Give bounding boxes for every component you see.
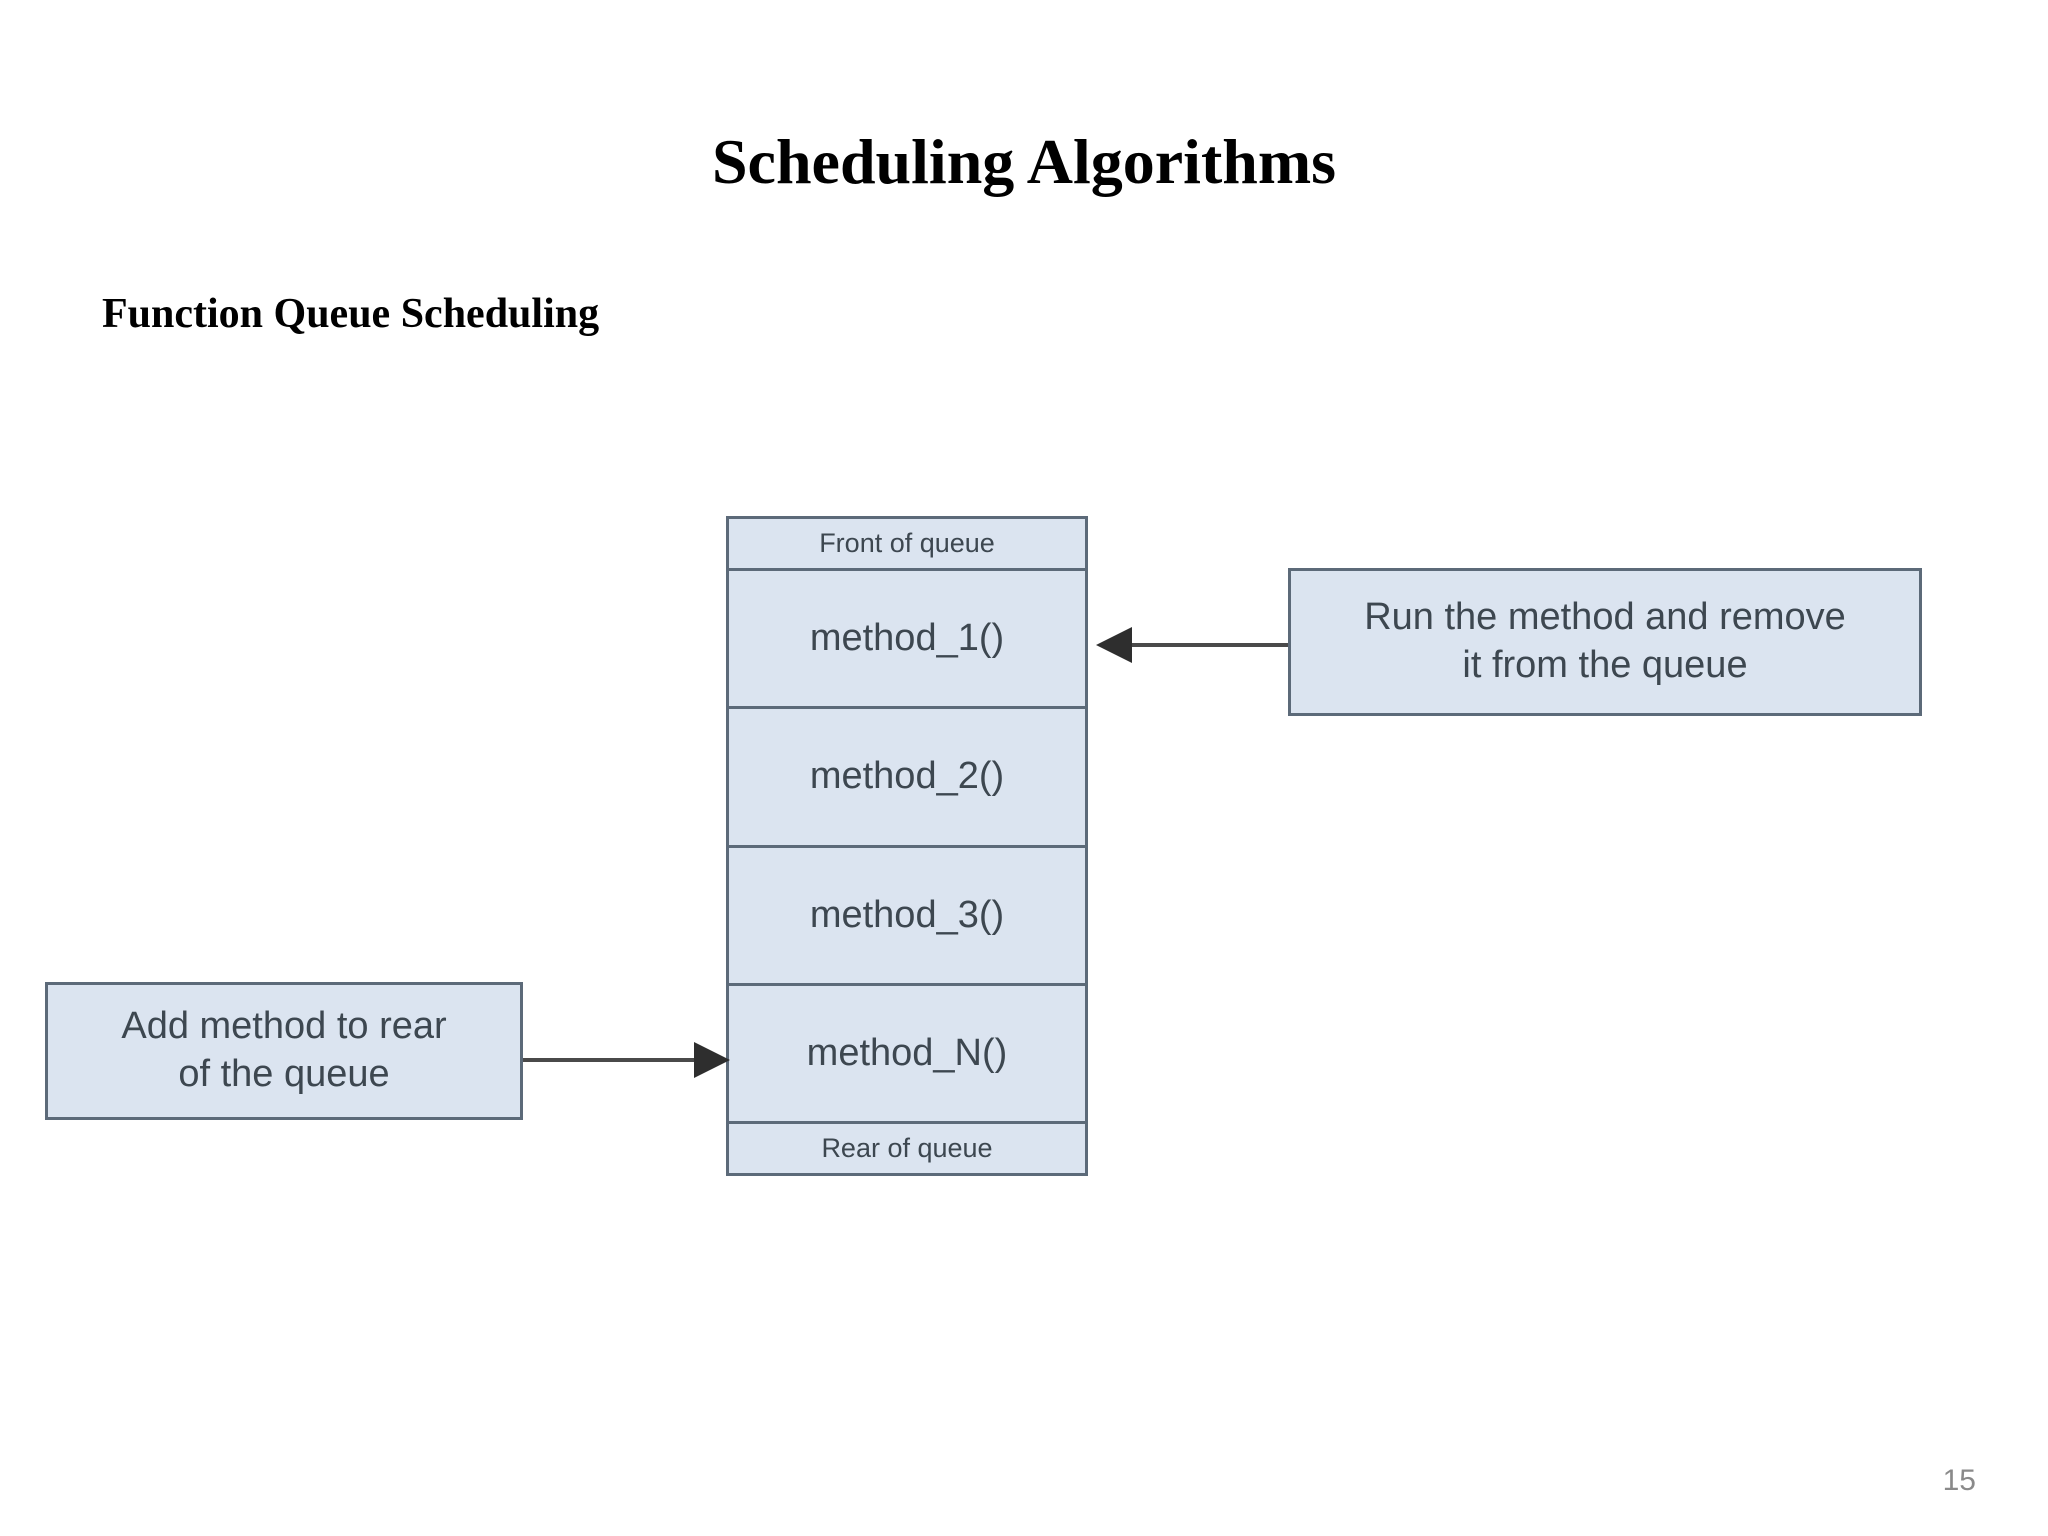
queue-item-method-2: method_2() [729,709,1085,848]
callout-run-line-1: Run the method and remove [1364,596,1846,639]
queue-item-method-3: method_3() [729,847,1085,986]
queue-item-method-1: method_1() [729,571,1085,710]
slide-subtitle: Function Queue Scheduling [102,291,600,337]
callout-run-and-remove: Run the method and remove it from the qu… [1288,568,1922,716]
callout-add-line-1: Add method to rear [121,1005,447,1048]
callout-run-line-2: it from the queue [1462,644,1748,686]
queue-item-method-n: method_N() [729,985,1085,1121]
page-number: 15 [1942,1464,1976,1497]
callout-add-to-rear: Add method to rear of the queue [45,982,523,1120]
queue-front-label: Front of queue [729,519,1085,571]
page-title: Scheduling Algorithms [711,126,1337,197]
queue-diagram: Front of queue method_1() method_2() met… [726,516,1088,1176]
queue-rear-label: Rear of queue [729,1121,1085,1173]
callout-add-line-2: of the queue [178,1053,390,1095]
